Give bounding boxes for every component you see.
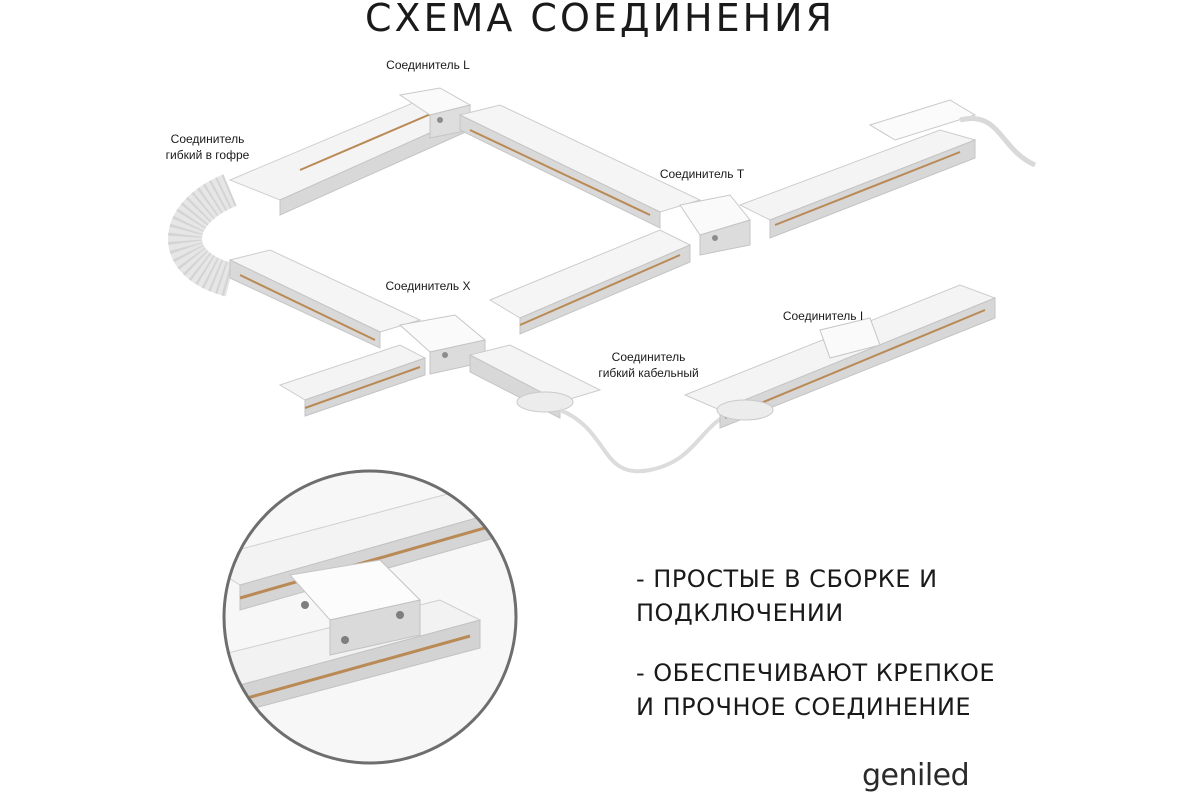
label-connector-x: Соединитель X (385, 279, 471, 293)
rail-i-connector-segment (683, 284, 997, 429)
label-connector-flex-cable: Соединитель гибкий кабельный (586, 349, 711, 381)
label-line: Соединитель (170, 132, 245, 146)
flex-cable-wire (559, 408, 741, 474)
rail-t-to-feed (738, 99, 1037, 239)
label-line: гибкий в гофре (165, 148, 250, 162)
label-connector-i: Соединитель I (782, 309, 864, 323)
rail-t-to-x (488, 229, 692, 335)
magnifier-ring (222, 469, 518, 765)
label-connector-flex-corrugated: Соединитель гибкий в гофре (150, 131, 265, 163)
feature-list: - ПРОСТЫЕ В СБОРКЕ И ПОДКЛЮЧЕНИИ - ОБЕСП… (636, 562, 995, 724)
brand-logo: geniled (862, 758, 970, 793)
flex-corrugated-connector (168, 174, 238, 297)
label-connector-t: Соединитель T (659, 167, 745, 181)
feature-item-2-line2: И ПРОЧНОЕ СОЕДИНЕНИЕ (636, 693, 972, 721)
page-title: СХЕМА СОЕДИНЕНИЯ (365, 0, 835, 40)
rail-x-to-flex-cable (468, 344, 602, 419)
feature-item-1-line1: - ПРОСТЫЕ В СБОРКЕ И (636, 565, 938, 593)
rail-l-to-t (458, 104, 702, 229)
connector-x-block (398, 314, 487, 375)
feature-item-2-line1: - ОБЕСПЕЧИВАЮТ КРЕПКОЕ (636, 659, 996, 687)
label-line: гибкий кабельный (598, 366, 699, 380)
label-connector-l: Соединитель L (386, 58, 470, 72)
label-line: Соединитель (611, 350, 686, 364)
feature-item-1-line2: ПОДКЛЮЧЕНИИ (636, 599, 844, 627)
rail-flex-to-x (228, 249, 422, 349)
rail-x-bottom-left (278, 344, 427, 417)
magnifier-detail (222, 469, 518, 765)
connector-t-block (679, 194, 751, 256)
